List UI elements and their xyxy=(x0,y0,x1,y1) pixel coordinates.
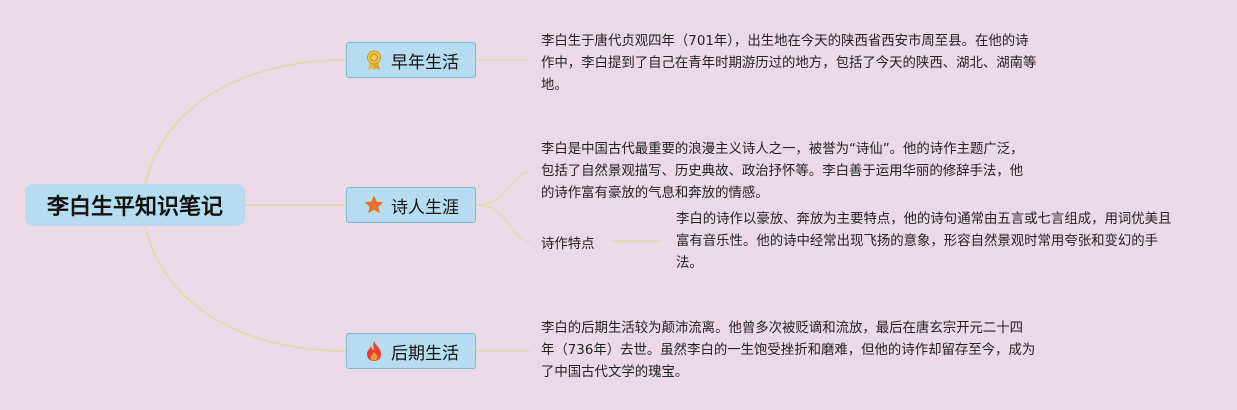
branch-early-life[interactable]: 早年生活 xyxy=(346,42,476,78)
connector-career-sub xyxy=(475,204,531,242)
branch-later-life-label: 后期生活 xyxy=(391,343,459,364)
root-node[interactable]: 李白生平知识笔记 xyxy=(25,184,245,226)
branch-poet-career[interactable]: 诗人生涯 xyxy=(346,187,476,223)
note-later-life: 李白的后期生活较为颠沛流离。他曾多次被贬谪和流放，最后在唐玄宗开元二十四年（73… xyxy=(541,321,1036,380)
star-icon xyxy=(363,194,385,216)
branch-poet-career-label: 诗人生涯 xyxy=(391,197,459,218)
connector-career-note xyxy=(475,171,531,206)
sub-topic-poetry-features[interactable]: 诗作特点 xyxy=(541,237,595,252)
fire-icon xyxy=(363,340,385,362)
connector-root-late xyxy=(144,225,347,352)
connector-root-early xyxy=(144,59,347,186)
note-early-life: 李白生于唐代贞观四年（701年），出生地在今天的陕西省西安市周至县。在他的诗作中… xyxy=(541,34,1037,93)
branch-early-life-label: 早年生活 xyxy=(391,52,459,73)
note-poet-career: 李白是中国古代最重要的浪漫主义诗人之一，被誉为“诗仙”。他的诗作主题广泛，包括了… xyxy=(541,142,1024,201)
branch-later-life[interactable]: 后期生活 xyxy=(346,333,476,369)
ribbon-award-icon xyxy=(363,49,385,71)
root-title: 李白生平知识笔记 xyxy=(46,195,223,220)
note-poetry-features: 李白的诗作以豪放、奔放为主要特点，他的诗句通常由五言或七言组成，用词优美且富有音… xyxy=(676,212,1172,271)
